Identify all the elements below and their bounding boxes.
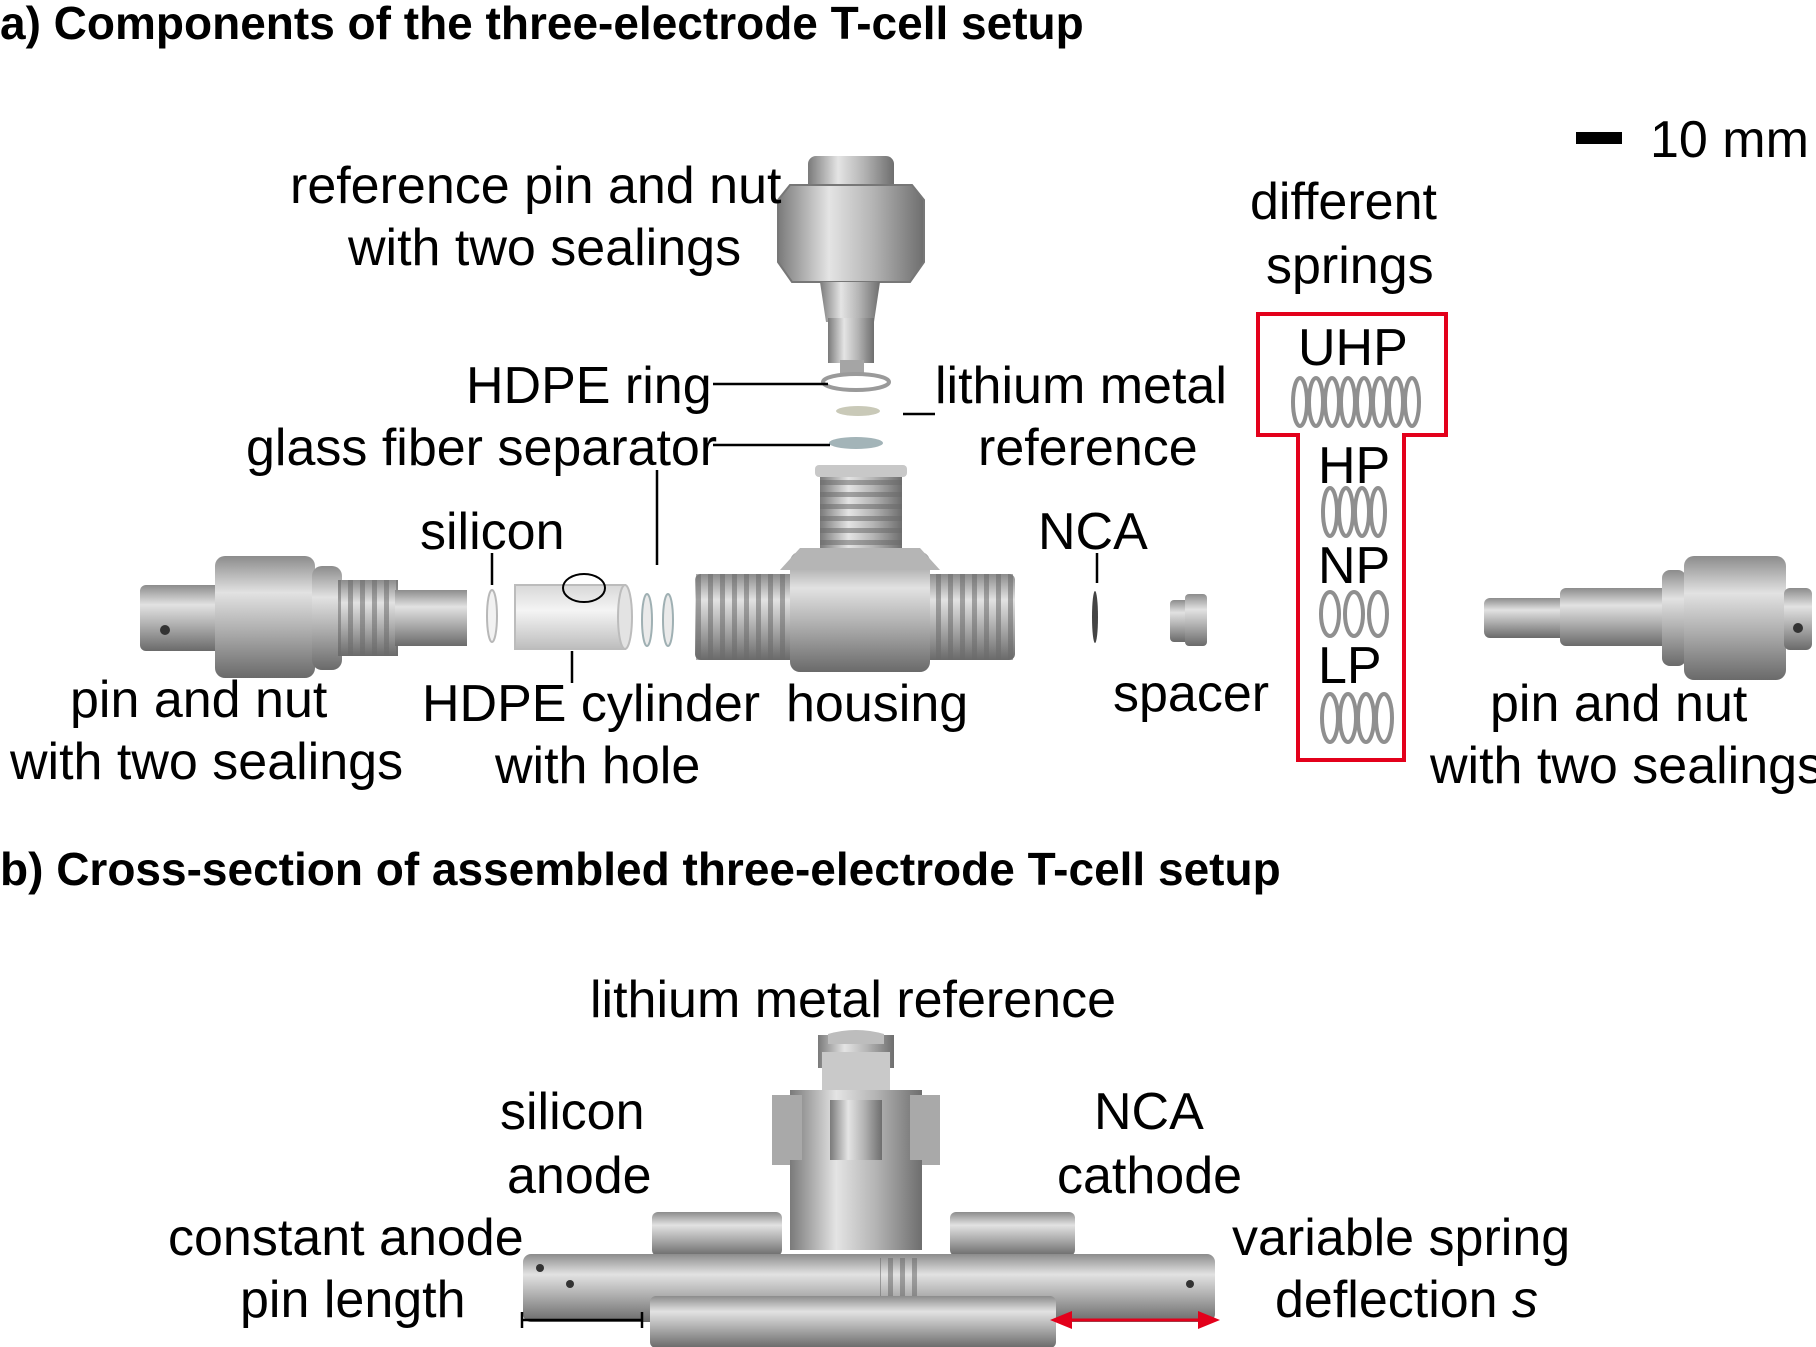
label-pin-right-line1: pin and nut [1490,675,1748,733]
spring-uhp [1291,376,1421,428]
label-pin-right-line2: with two sealings [1430,737,1816,795]
right-pin-and-nut [1484,556,1812,680]
cylinder-hole-marker [562,573,606,603]
deflection-word: deflection [1275,1271,1513,1329]
label-silicon-anode-line2: anode [507,1147,652,1205]
cross-section-cell [523,1030,1215,1347]
label-nca-cathode-line1: NCA [1094,1083,1204,1141]
springs-highlight-box [1256,312,1448,762]
label-ref-pin-line2: with two sealings [348,219,742,277]
constant-anode-bracket [520,1312,644,1328]
label-lithium-line1: lithium metal [935,357,1227,415]
label-pin-left-line2: with two sealings [10,733,404,791]
scale-bar [1576,132,1622,144]
lithium-disc [836,406,880,416]
label-silicon-anode-line1: silicon [500,1083,645,1141]
hdpe-cylinder [514,573,633,650]
silicon-disc [486,589,498,643]
spring-np [1319,590,1389,638]
label-ref-pin-line1: reference pin and nut [290,157,782,215]
panel-a-title: a) Components of the three-electrode T-c… [0,0,1084,49]
spring-label-hp: HP [1318,437,1391,495]
spring-label-np: NP [1318,537,1391,595]
spring-deflection-arrow [1050,1311,1220,1329]
label-lithium-metal-reference: lithium metal reference [590,971,1116,1029]
nca-disc [1092,591,1098,643]
label-hdpe-ring: HDPE ring [466,357,712,415]
label-nca-cathode-line2: cathode [1057,1147,1243,1205]
label-springs-line2: springs [1266,237,1434,295]
hdpe-ring [821,372,891,392]
label-silicon: silicon [420,503,565,561]
housing-body [695,465,1015,672]
label-pin-left-line1: pin and nut [70,671,328,729]
leader-lines-a [490,382,1099,683]
panel-b-title: b) Cross-section of assembled three-elec… [0,843,1281,895]
label-nca: NCA [1038,503,1148,561]
deflection-symbol: s [1512,1271,1539,1329]
label-variable-spring-line2: deflection s [1275,1274,1538,1326]
left-pin-and-nut [140,556,467,678]
label-spacer: spacer [1113,665,1270,723]
label-hdpe-cylinder-line2: with hole [495,737,701,795]
reference-pin-and-nut [777,156,925,374]
spring-label-uhp: UHP [1298,319,1408,377]
spring-label-lp: LP [1318,637,1382,695]
label-hdpe-cylinder-line1: HDPE cylinder [422,675,761,733]
scale-bar-label: 10 mm [1650,111,1809,169]
spring-lp [1320,692,1394,744]
glass-fiber-disc [829,437,883,449]
label-glass-fiber-separator: glass fiber separator [246,419,718,477]
label-variable-spring-line1: variable spring [1232,1209,1571,1267]
label-lithium-line2: reference [978,419,1198,477]
spring-hp [1321,486,1387,538]
label-springs-line1: different [1250,173,1437,231]
label-housing: housing [786,675,969,733]
label-constant-anode-line1: constant anode [168,1209,524,1267]
spacer-part [1170,594,1207,646]
label-constant-anode-line2: pin length [240,1271,466,1329]
